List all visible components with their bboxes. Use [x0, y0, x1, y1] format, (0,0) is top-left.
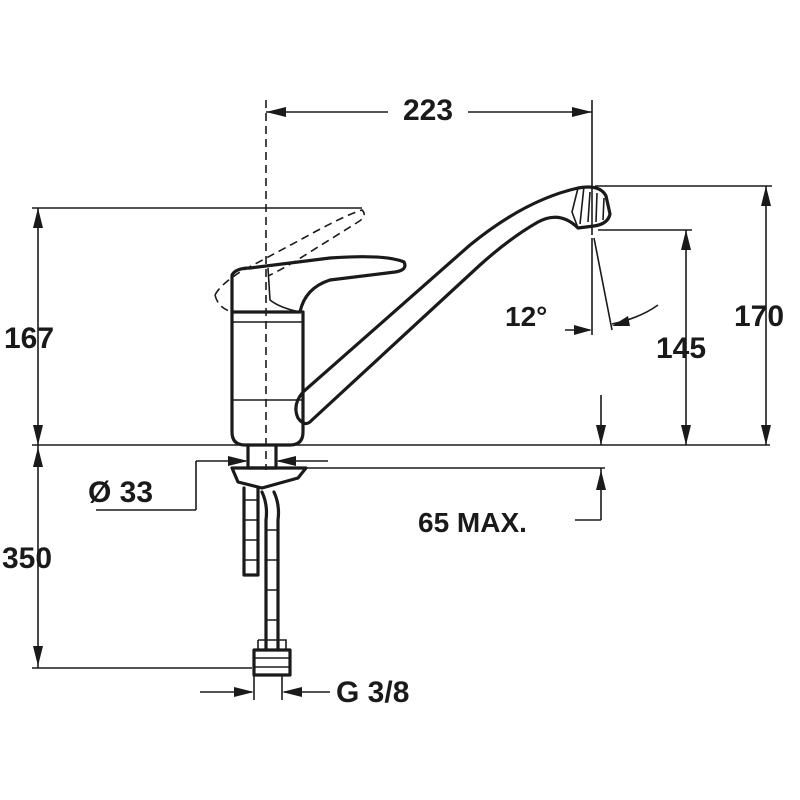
mounting-shank: [246, 443, 278, 470]
lever-handle-raised: [214, 209, 366, 296]
dim-170-label: 170: [734, 300, 784, 333]
dim-145: 145: [596, 229, 706, 445]
lever-handle: [230, 255, 407, 314]
dim-diameter-33-label: Ø 33: [88, 476, 153, 509]
dim-167-label: 167: [4, 322, 54, 355]
body-cylinder: [230, 310, 305, 447]
mounting-bracket: [230, 466, 308, 490]
hose-nut-step: [257, 639, 287, 650]
angle-12-label: 12°: [505, 301, 547, 332]
dim-65-max: 65 MAX.: [418, 468, 606, 538]
spout: [294, 185, 612, 426]
lever-handle-shade: [267, 267, 301, 313]
dim-167: 167: [4, 207, 362, 445]
dim-350: 350: [2, 445, 252, 669]
dim-thread-g38: G 3/8: [200, 675, 409, 709]
dim-223: 223: [266, 92, 593, 235]
dim-diameter-33: Ø 33: [88, 456, 328, 511]
dim-170: 170: [595, 185, 784, 445]
hose: [260, 490, 281, 652]
angle-12: 12°: [505, 237, 659, 335]
dim-223-label: 223: [403, 94, 453, 127]
dim-350-label: 350: [2, 542, 52, 575]
rod-threads: [244, 499, 258, 561]
aerator-ridges: [587, 191, 605, 223]
hose-fitting: [252, 648, 292, 677]
hose-braid: [266, 529, 278, 621]
faucet-body: [214, 185, 612, 447]
dim-65-max-label: 65 MAX.: [418, 507, 527, 538]
threaded-rod: [242, 486, 260, 577]
dim-145-label: 145: [656, 332, 706, 365]
mounting-assembly: [230, 443, 308, 677]
aerator: [571, 185, 585, 229]
lever-handle-raised-tip: [214, 294, 233, 313]
dim-thread-g38-label: G 3/8: [336, 676, 409, 709]
hose-fitting-nut: [254, 657, 290, 668]
